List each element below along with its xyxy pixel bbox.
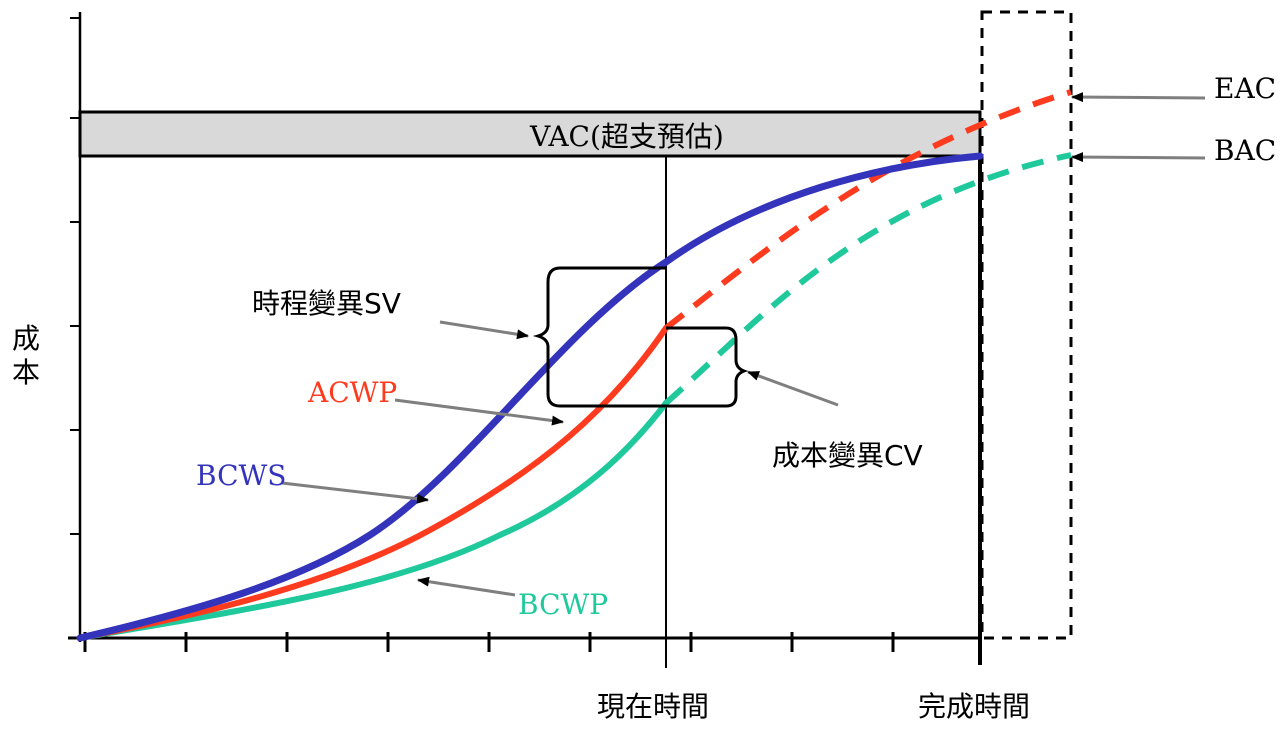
bcws-pointer — [281, 481, 429, 504]
acwp-label: ACWP — [307, 376, 397, 409]
x-axis-ticks — [83, 632, 895, 652]
bac-label: BAC — [1214, 134, 1276, 167]
sv-label: 時程變異SV — [252, 287, 401, 320]
eac-pointer — [1071, 92, 1206, 103]
sv-brace — [532, 266, 666, 408]
acwp-curve — [77, 325, 669, 641]
bcws-curve — [76, 152, 984, 642]
bac-pointer — [1071, 152, 1206, 163]
cv-label: 成本變異CV — [772, 439, 923, 472]
cv-pointer — [747, 370, 839, 407]
y-axis-label-char-2: 本 — [12, 356, 40, 389]
y-axis-ticks — [70, 17, 80, 535]
bcwp-pointer — [417, 576, 516, 597]
now-label: 現在時間 — [597, 690, 709, 723]
y-axis-label-char-1: 成 — [12, 322, 40, 355]
bcws-label: BCWS — [196, 459, 286, 492]
bcwp-label: BCWP — [518, 588, 608, 621]
cv-brace — [666, 326, 749, 408]
acwp-pointer — [394, 398, 564, 426]
bcwp-curve — [77, 400, 669, 641]
complete-label: 完成時間 — [918, 690, 1030, 723]
acwp-forecast-curve — [664, 89, 1072, 331]
sv-pointer — [439, 320, 529, 340]
bcwp-forecast-curve — [664, 152, 1072, 406]
vac-label: VAC(超支預估) — [529, 120, 724, 153]
eac-label: EAC — [1214, 72, 1276, 105]
forecast-box — [980, 10, 1073, 640]
